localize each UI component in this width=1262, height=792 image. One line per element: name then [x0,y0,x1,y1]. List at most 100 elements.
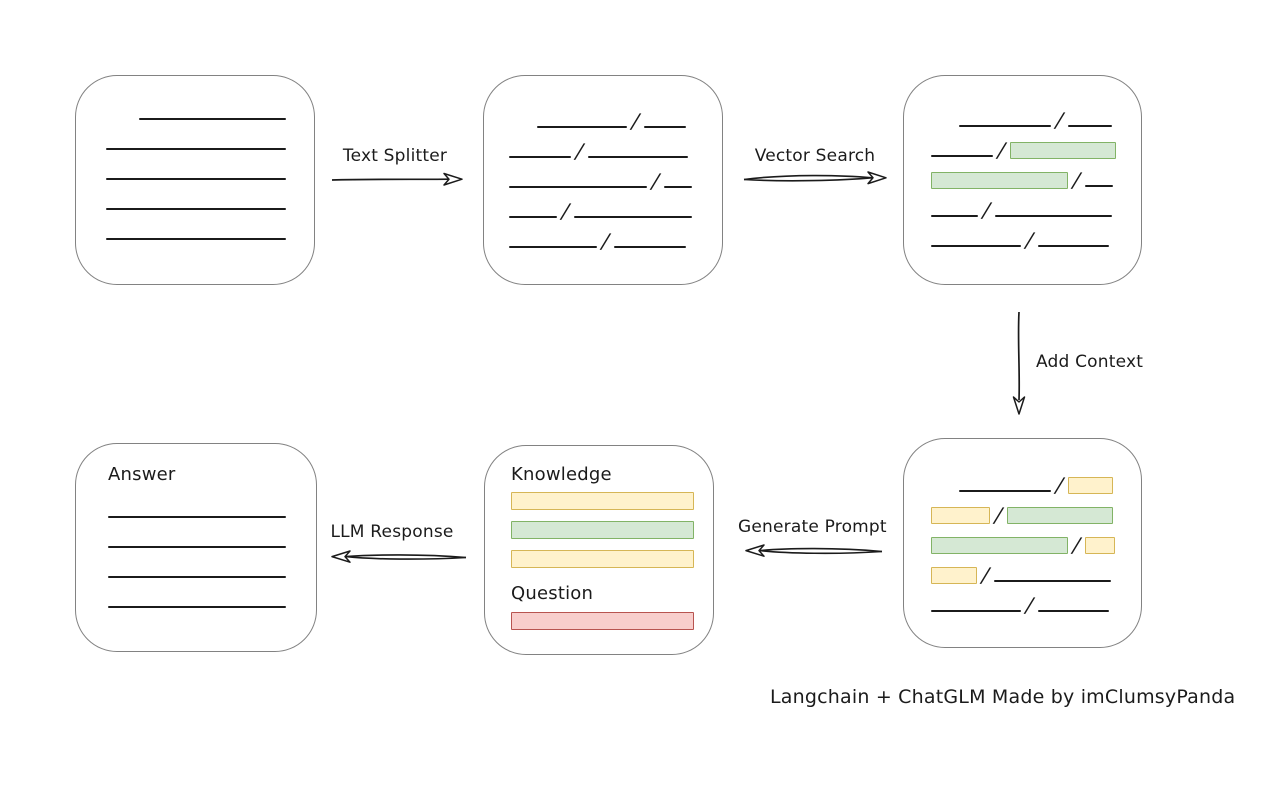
text-line [106,148,286,150]
yellow-highlight-chip [1084,537,1115,554]
text-row [106,211,286,241]
text-row: / [931,188,1116,222]
text-line [537,126,627,128]
slash-separator: / [981,198,992,222]
add-context-label: Add Context [1036,352,1144,372]
answer-lines [108,489,286,609]
question-label: Question [511,583,594,604]
text-line [509,186,647,188]
text-line [1067,125,1112,127]
slash-separator: / [1054,473,1065,497]
knowledge-bars [511,492,694,579]
yellow-bar [511,492,694,510]
text-row [106,121,286,151]
indent-spacer [509,128,537,129]
text-line [108,606,286,608]
question-bar [511,612,694,641]
context-lines: / / / / / [931,463,1115,617]
text-chunks-box: ///// [483,75,723,285]
slash-separator: / [993,503,1004,527]
text-line [139,118,286,120]
text-line [663,186,692,188]
green-bar [511,521,694,539]
text-line [509,246,597,248]
green-highlight-chip [931,172,1068,189]
text-row: / [509,99,692,133]
yellow-highlight-chip [1067,477,1113,494]
add-context-arrow [1010,310,1028,418]
text-line [994,215,1112,217]
text-row: / [931,493,1115,527]
text-line [931,245,1021,247]
text-row: / [509,219,692,253]
green-highlight-chip [931,537,1068,554]
text-row [108,489,286,519]
text-row [106,91,286,121]
text-row [108,519,286,549]
text-line [1037,245,1109,247]
text-row: / [931,98,1116,132]
slash-separator: / [650,169,661,193]
slash-separator: / [1054,108,1065,132]
text-line [108,546,286,548]
slash-separator: / [1071,168,1082,192]
source-document-box [75,75,315,285]
text-line [959,125,1051,127]
slash-separator: / [1024,228,1035,252]
text-row: / [509,129,692,163]
credit-caption: Langchain + ChatGLM Made by imClumsyPand… [770,686,1236,708]
text-line [587,156,688,158]
text-row: / [931,583,1115,617]
yellow-highlight-chip [931,507,990,524]
text-line [931,215,978,217]
text-row [106,181,286,211]
vector-search-arrow [742,169,890,187]
indent-spacer [106,120,139,121]
slash-separator: / [1071,533,1082,557]
text-row [108,579,286,609]
text-row: / [931,158,1116,192]
vector-search-label: Vector Search [754,146,876,166]
red-bar [511,612,694,630]
text-row: / [509,159,692,193]
text-line [106,238,286,240]
text-line [959,490,1051,492]
search-result-lines: ///// [931,98,1116,252]
text-line [993,580,1111,582]
text-line [108,576,286,578]
text-row: / [931,218,1116,252]
answer-label: Answer [108,464,176,485]
slash-separator: / [560,199,571,223]
text-line [931,155,993,157]
green-highlight-chip [1006,507,1113,524]
slash-separator: / [1024,593,1035,617]
text-row [106,151,286,181]
text-row: / [931,463,1115,497]
generate-prompt-label: Generate Prompt [738,517,887,537]
llm-response-arrow [328,548,468,566]
text-line [931,610,1021,612]
slash-separator: / [574,139,585,163]
llm-response-label: LLM Response [330,522,454,542]
text-line [509,156,571,158]
knowledge-label: Knowledge [511,464,612,485]
text-row: / [931,553,1115,587]
chunk-lines: ///// [509,99,692,253]
text-row [108,549,286,579]
slash-separator: / [980,563,991,587]
answer-box: Answer [75,443,317,652]
prompt-box: Knowledge Question [484,445,714,655]
text-line [613,246,686,248]
indent-spacer [931,492,959,493]
text-row: / [931,128,1116,162]
text-line [573,216,692,218]
text-line [1084,185,1113,187]
yellow-highlight-chip [931,567,977,584]
search-results-box: ///// [903,75,1142,285]
text-splitter-label: Text Splitter [342,146,448,166]
text-splitter-arrow [330,170,466,188]
text-line [1037,610,1109,612]
text-line [106,208,286,210]
document-lines [106,91,286,241]
